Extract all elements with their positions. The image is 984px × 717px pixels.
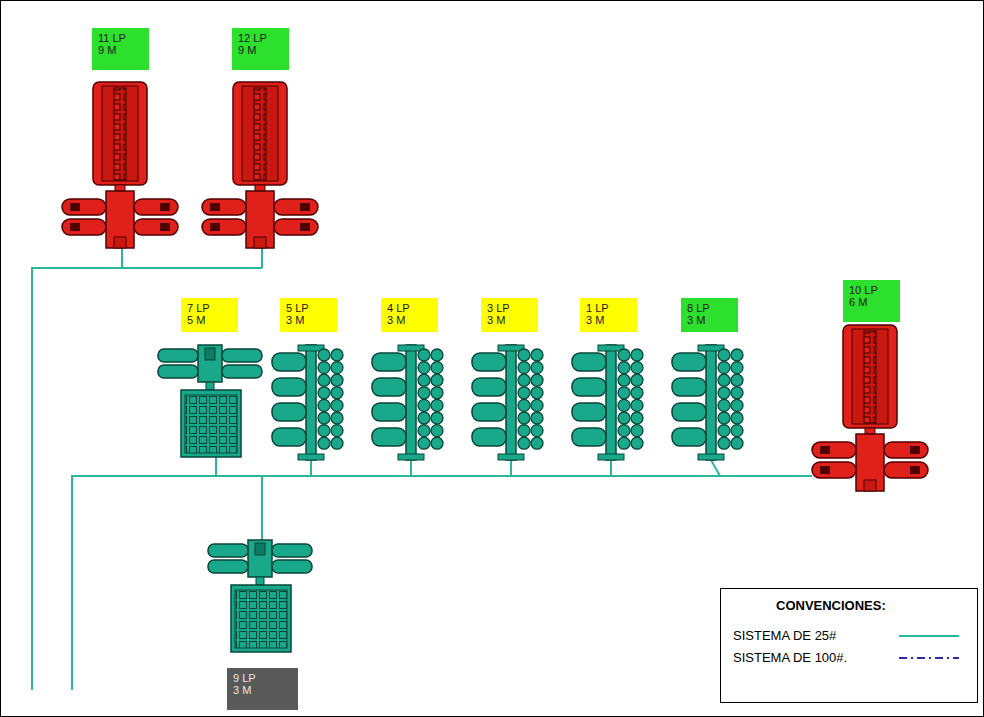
vertical-pump [472, 345, 543, 460]
red-pump-unit [202, 82, 318, 248]
unit-tag-text: 1 LP 3 M [586, 302, 616, 326]
pipe-25 [32, 248, 812, 690]
unit-tag: 12 LP 9 M [232, 28, 289, 70]
vertical-pump [672, 345, 743, 460]
unit-tag-text: 11 LP 9 M [98, 32, 128, 56]
unit-tag-text: 12 LP 9 M [238, 32, 268, 56]
unit-tag: 5 LP 3 M [280, 298, 337, 332]
unit-tag: 11 LP 9 M [92, 28, 149, 70]
teal-pump-unit [208, 540, 312, 652]
unit-tag-text: 5 LP 3 M [286, 302, 316, 326]
unit-tag: 7 LP 5 M [181, 298, 238, 332]
legend-entry: SISTEMA DE 25# [733, 628, 836, 643]
vertical-pump [272, 345, 343, 460]
unit-tag-text: 4 LP 3 M [387, 302, 417, 326]
red-pump-unit [812, 325, 928, 491]
vertical-pump [572, 345, 643, 460]
unit-tag: 9 LP 3 M [227, 668, 298, 710]
legend-line-sample [897, 653, 961, 663]
unit-tag-text: 3 LP 3 M [487, 302, 517, 326]
red-pump-unit [62, 82, 178, 248]
unit-tag: 3 LP 3 M [481, 298, 538, 332]
unit-tag: 1 LP 3 M [580, 298, 637, 332]
unit-tag: 4 LP 3 M [381, 298, 438, 332]
unit-tag-text: 8 LP 3 M [687, 302, 717, 326]
unit-tag: 10 LP 6 M [843, 280, 900, 322]
unit-tag-text: 10 LP 6 M [849, 284, 879, 308]
vertical-pump [372, 345, 443, 460]
unit-tag-text: 7 LP 5 M [187, 302, 217, 326]
legend-line-sample [897, 631, 961, 641]
legend-title: CONVENCIONES: [776, 598, 886, 613]
unit-tag-text: 9 LP 3 M [233, 672, 263, 696]
unit-tag: 8 LP 3 M [681, 298, 738, 332]
legend-entry: SISTEMA DE 100#. [733, 650, 847, 665]
teal-pump-unit [158, 345, 262, 457]
